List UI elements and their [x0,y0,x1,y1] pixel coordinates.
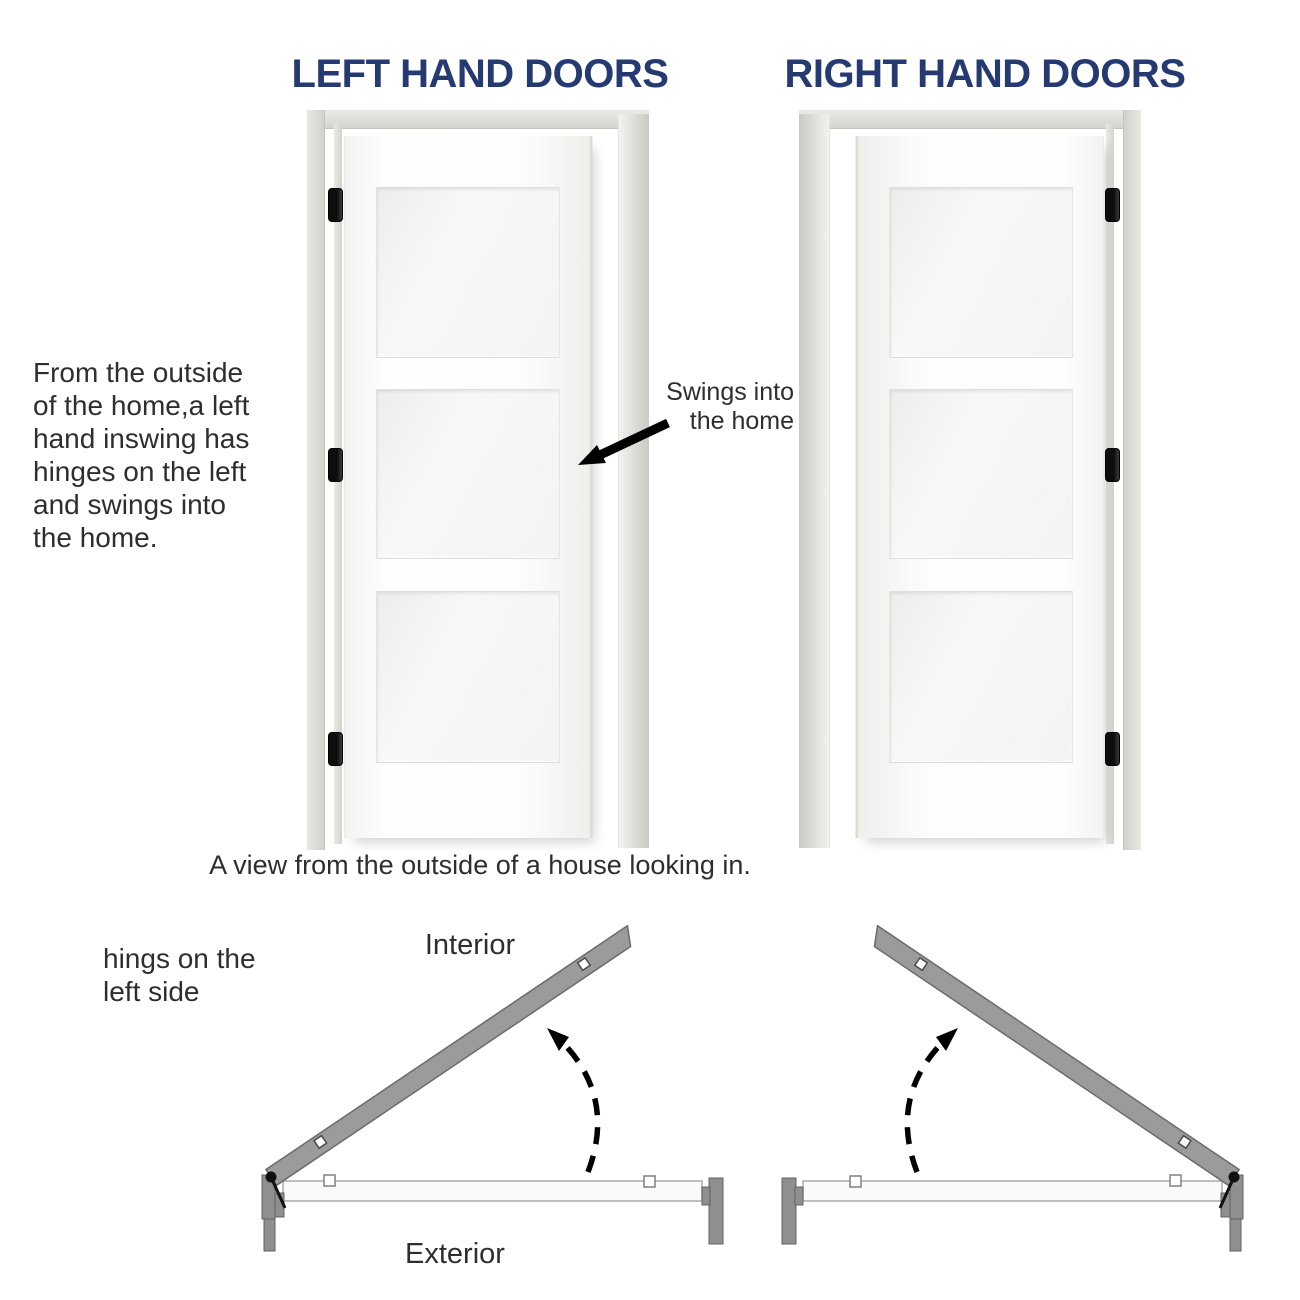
door-frame-latch-jamb [799,114,830,848]
door-leaf [344,136,593,838]
door-panel [888,388,1073,560]
hinge-icon [1105,448,1120,482]
door-panel [375,590,560,763]
door-leaf-wrapper [344,136,616,838]
right-door-figure [795,108,1145,850]
swing-direction-arrow [578,418,670,465]
figure-caption: A view from the outside of a house looki… [209,850,751,880]
door-leaf-wrapper [832,136,1104,838]
hinge-icon [328,188,343,222]
left-note-text: From the outside of the home,a left hand… [33,357,250,553]
door-panel [888,590,1073,763]
door-frame-latch-jamb [618,114,649,848]
hinge-icon [328,448,343,482]
hinge-icon [1105,732,1120,766]
door-frame-hinge-jamb [307,110,325,850]
left-door-figure [303,108,653,850]
hinge-icon [328,732,343,766]
door-panel [375,187,560,358]
door-frame-inner-edge [1106,124,1114,844]
swing-top-view-diagrams [0,925,1300,1275]
exterior-label: Exterior [405,1238,505,1270]
right-hand-doors-heading: RIGHT HAND DOORS [784,52,1186,96]
door-frame-hinge-jamb [1123,110,1141,850]
right-swing-top-view [782,926,1243,1251]
hinge-icon [1105,188,1120,222]
door-panel [888,187,1073,358]
door-frame-inner-edge [334,124,342,844]
door-frame-head [799,110,1141,129]
left-hand-doors-heading: LEFT HAND DOORS [291,52,669,96]
swing-annotation-text: Swings into the home [666,378,794,435]
hinge-side-note: hings on the left side [103,943,256,1007]
left-swing-top-view [262,926,723,1251]
door-leaf [855,136,1104,838]
door-panel [375,388,560,560]
door-frame-head [307,110,649,129]
interior-label: Interior [424,929,516,961]
